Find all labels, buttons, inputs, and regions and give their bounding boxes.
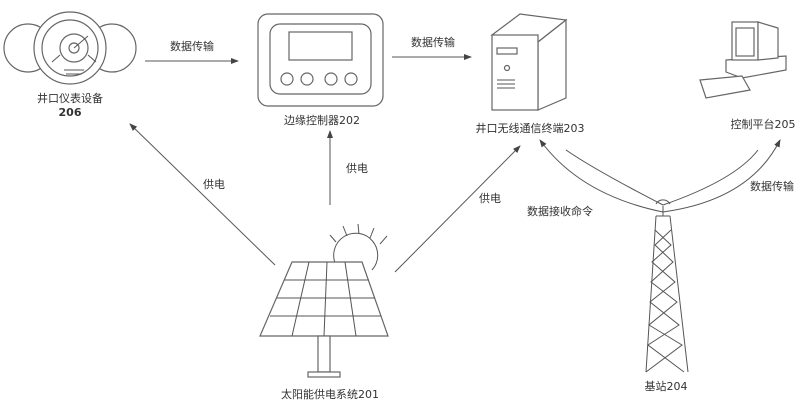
solar-panel-icon [259, 223, 389, 378]
control-platform-label: 控制平台205 [731, 117, 796, 131]
edge-label-data-transfer-3: 数据传输 [750, 179, 794, 193]
arrow-solar-to-instrument [129, 123, 276, 266]
base-station-tower-icon [645, 199, 689, 373]
wireless-terminal-label: 井口无线通信终端203 [476, 121, 585, 135]
instrument-label: 井口仪表设备 [37, 91, 103, 105]
computer-icon [699, 21, 787, 99]
edge-label-power-1: 供电 [203, 177, 225, 191]
arrow-solar-to-terminal [394, 145, 521, 273]
radio-waves [539, 139, 781, 213]
edge-controller-label: 边缘控制器202 [284, 113, 360, 127]
instrument-gauge-icon [3, 11, 137, 85]
server-tower-icon [490, 13, 568, 111]
base-station-label: 基站204 [645, 379, 688, 393]
instrument-number: 206 [59, 106, 82, 119]
solar-system-label: 太阳能供电系统201 [281, 387, 379, 401]
edge-controller-icon [257, 13, 384, 107]
edge-label-data-transfer-1: 数据传输 [170, 39, 214, 53]
edge-label-power-2: 供电 [346, 161, 368, 175]
edge-label-receive-command: 数据接收命令 [527, 204, 593, 218]
edge-label-power-3: 供电 [479, 191, 501, 205]
edge-label-data-transfer-2: 数据传输 [411, 35, 455, 49]
